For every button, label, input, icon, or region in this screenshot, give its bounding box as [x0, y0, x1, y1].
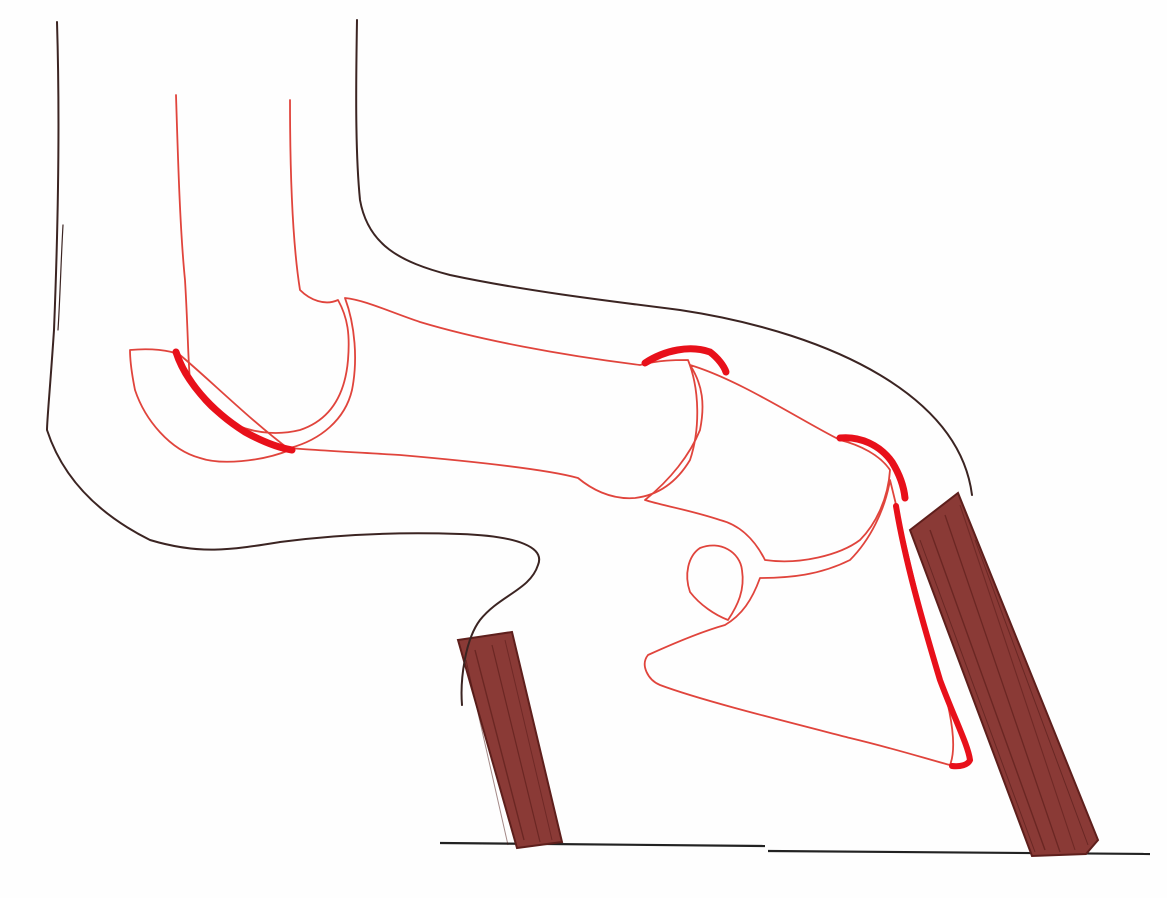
leg-skin-outline: [47, 20, 972, 705]
navicular-bone: [687, 545, 742, 620]
cannon-bone: [176, 95, 349, 433]
coffin-bone: [645, 480, 953, 765]
rear-wooden-block: [458, 632, 562, 848]
long-pastern-bone: [290, 298, 697, 498]
short-pastern-bone: [645, 365, 890, 561]
coffin-joint-highlight: [840, 438, 905, 498]
